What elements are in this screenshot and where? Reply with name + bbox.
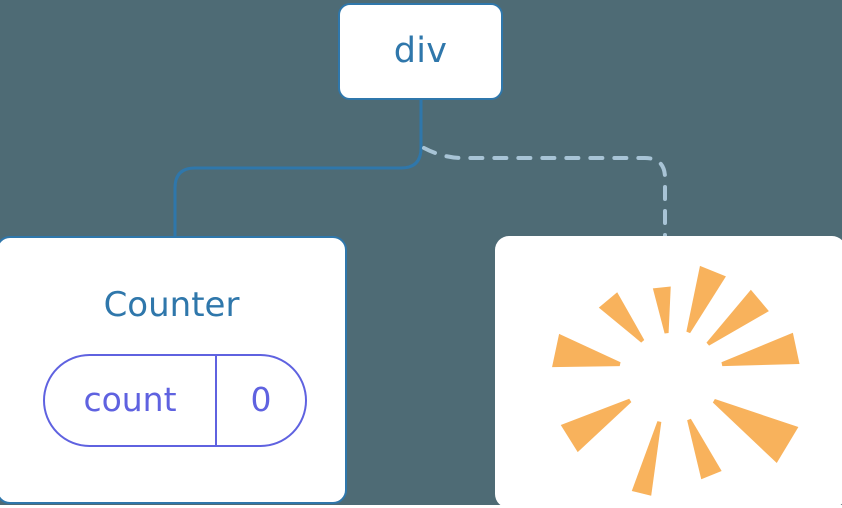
spinner-ray-5 bbox=[560, 398, 631, 453]
spinner-ray-7 bbox=[686, 418, 722, 480]
node-div[interactable]: div bbox=[338, 3, 503, 100]
spinner-rays bbox=[551, 265, 800, 496]
sparkle-burst-spinner-icon bbox=[551, 265, 800, 496]
edge-div-to-counter bbox=[173, 98, 423, 238]
state-pill-key: count bbox=[45, 356, 217, 445]
spinner-ray-10 bbox=[705, 289, 769, 346]
spinner-ray-3 bbox=[598, 292, 644, 343]
spinner-ray-9 bbox=[720, 332, 800, 367]
node-counter-label: Counter bbox=[103, 285, 240, 325]
edge-div-to-loading bbox=[422, 146, 667, 238]
state-pill-count[interactable]: count 0 bbox=[43, 354, 307, 447]
spinner-ray-1 bbox=[685, 265, 726, 334]
node-counter[interactable]: Counter count 0 bbox=[0, 236, 347, 504]
spinner-ray-2 bbox=[652, 286, 671, 334]
spinner-ray-8 bbox=[712, 399, 798, 464]
spinner-ray-6 bbox=[631, 421, 661, 496]
node-div-label: div bbox=[393, 31, 448, 71]
node-loading[interactable] bbox=[495, 236, 842, 508]
state-pill-value: 0 bbox=[250, 380, 272, 419]
spinner-ray-4 bbox=[551, 333, 621, 368]
